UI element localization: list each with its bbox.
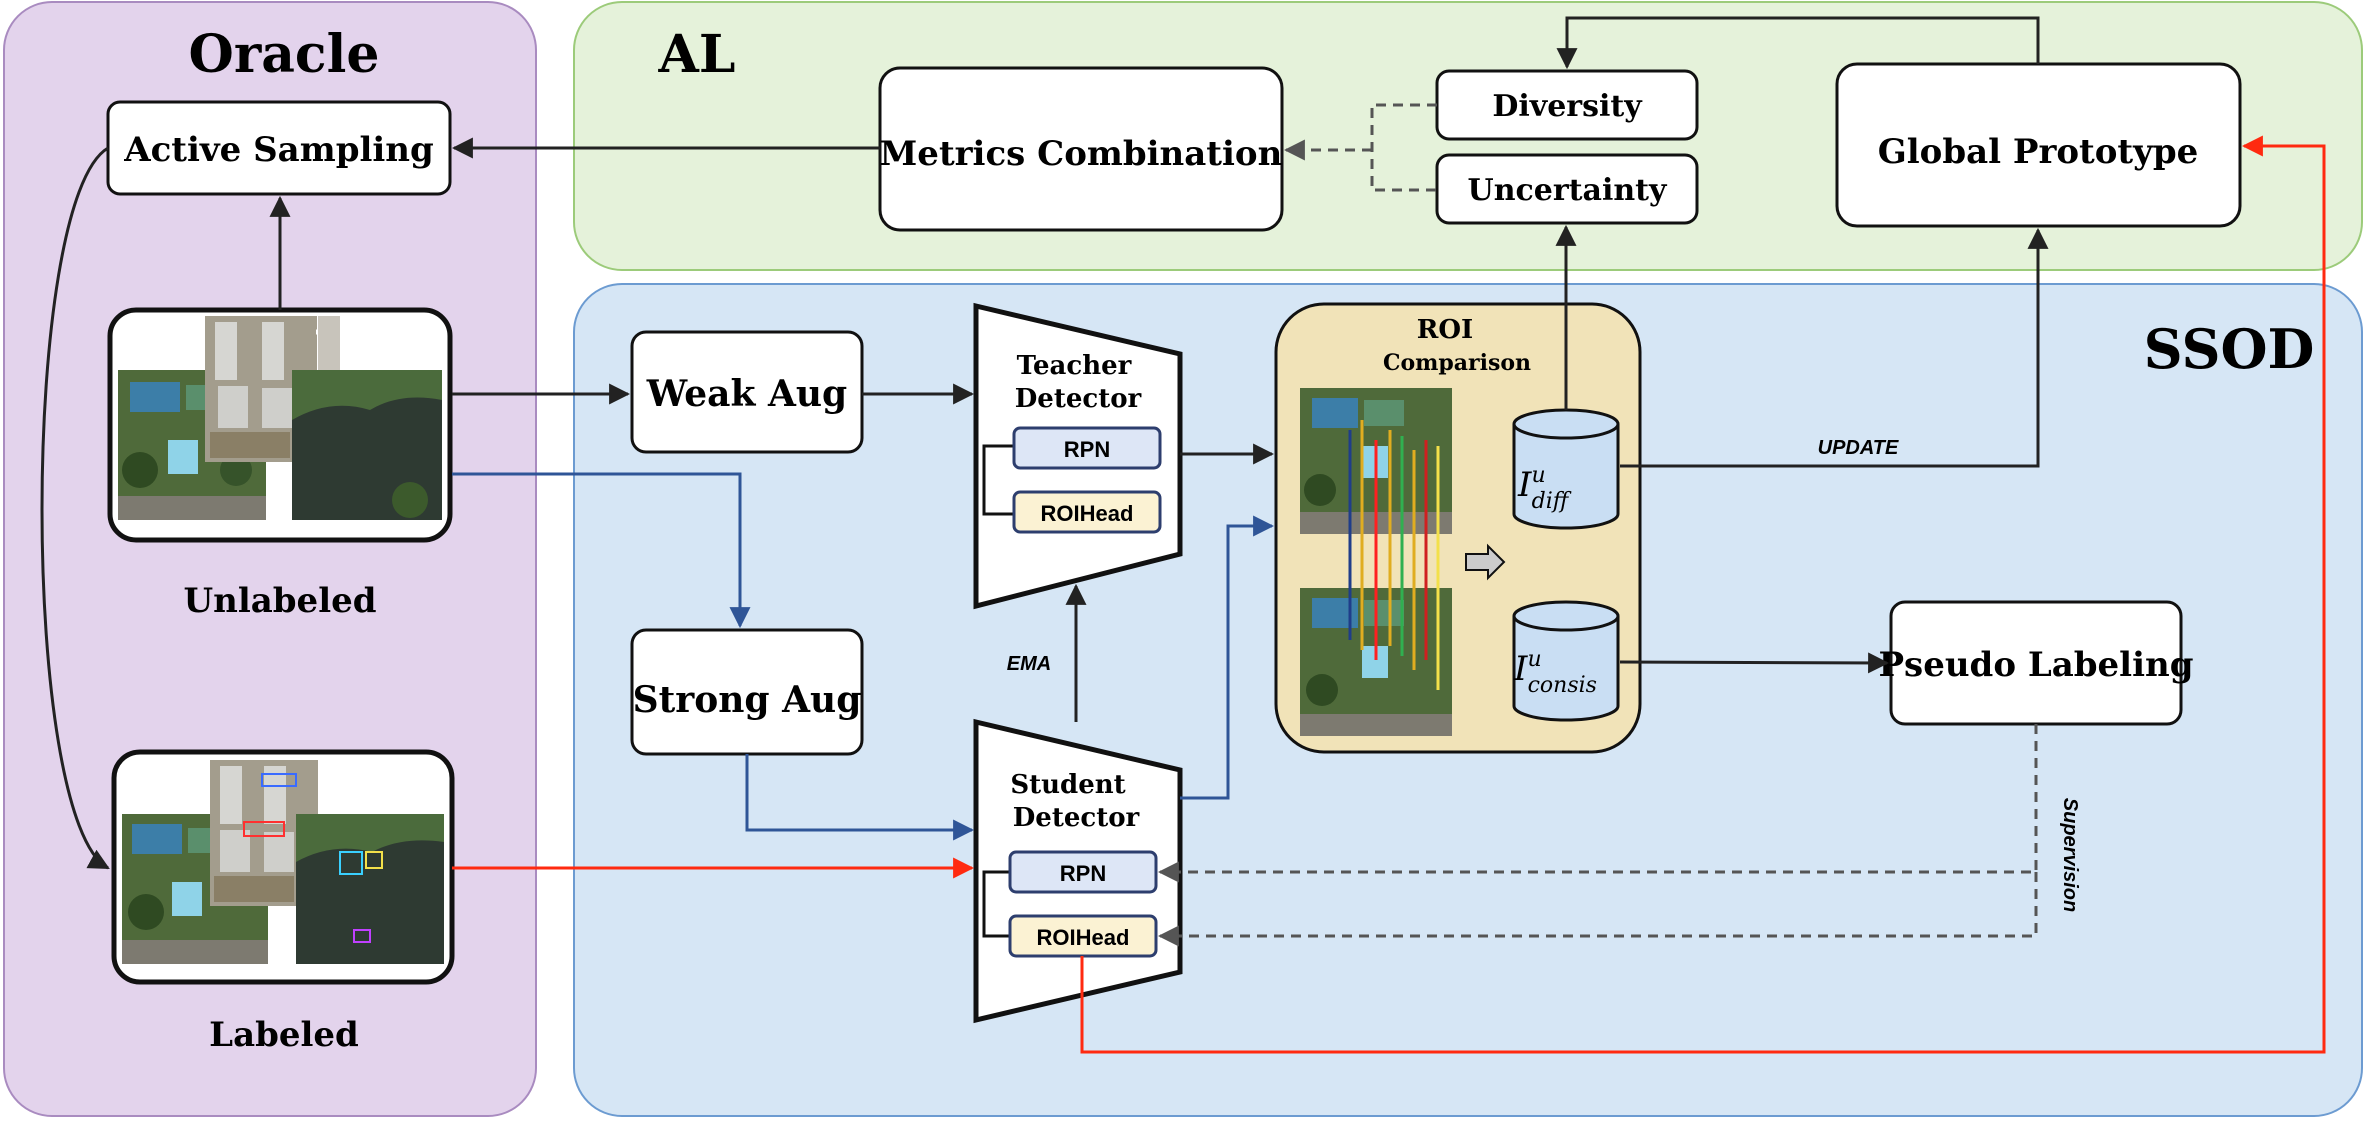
global-prototype-box: Global Prototype (1835, 62, 2242, 228)
edge-sampling-to-labeled (40, 146, 110, 870)
roi-subtitle: Comparison (1383, 350, 1531, 376)
aerial-park-image-labeled (122, 814, 268, 964)
unlabeled-caption: Unlabeled (183, 581, 376, 621)
pseudo-labeling-box: Pseudo Labeling (1878, 600, 2194, 726)
consis-database-icon (1512, 600, 1620, 722)
metrics-combination-label: Metrics Combination (880, 134, 1283, 174)
supervision-label: Supervision (2059, 798, 2081, 912)
edge-supervision-rpn (1157, 724, 2038, 883)
aerial-airport-image (205, 316, 340, 462)
teacher-detector-line1: Teacher (1017, 351, 1132, 381)
roi-match-lines (1348, 420, 1440, 690)
student-roihead-label: ROIHead (1037, 925, 1130, 950)
oracle-title: Oracle (189, 24, 380, 85)
teacher-detector: Teacher Detector RPN ROIHead (973, 302, 1183, 610)
labeled-image-group (111, 749, 455, 985)
edge-diversity-to-metrics (1370, 103, 1437, 192)
student-detector-line2: Detector (1013, 803, 1140, 833)
aerial-lake-image (292, 370, 442, 520)
update-label: UPDATE (1818, 437, 1899, 459)
edge-student-to-roi (1180, 515, 1275, 800)
roi-title: ROI (1417, 315, 1473, 345)
strong-aug-label: Strong Aug (633, 679, 862, 721)
aerial-lake-image-labeled (296, 814, 444, 964)
teacher-roihead-label: ROIHead (1041, 501, 1134, 526)
global-prototype-label: Global Prototype (1878, 132, 2199, 172)
active-sampling-box: Active Sampling (106, 100, 452, 196)
diff-database-icon (1512, 408, 1620, 530)
edge-roihead-to-prototype (1080, 135, 2326, 1054)
student-rpn-block: RPN (1008, 850, 1158, 894)
edge-unlabeled-to-strong (452, 472, 751, 629)
student-detector-line1: Student (1010, 770, 1125, 800)
student-detector: Student Detector RPN ROIHead (973, 718, 1183, 1024)
weak-aug-box: Weak Aug (630, 330, 864, 454)
edge-prototype-to-diversity (1556, 16, 2040, 70)
diversity-box: Diversity (1435, 69, 1699, 141)
ssod-title: SSOD (2144, 317, 2315, 381)
edge-supervision-roihead (1157, 872, 2038, 947)
unlabeled-image-group (107, 307, 453, 543)
teacher-detector-line2: Detector (1015, 384, 1142, 414)
edge-strong-to-student (745, 754, 975, 841)
uncertainty-label: Uncertainty (1468, 173, 1668, 208)
ema-label: EMA (1007, 653, 1051, 675)
labeled-caption: Labeled (209, 1015, 359, 1055)
teacher-roihead-block: ROIHead (1012, 490, 1162, 534)
weak-aug-label: Weak Aug (646, 373, 847, 415)
student-roihead-block: ROIHead (1008, 914, 1158, 958)
strong-aug-box: Strong Aug (630, 628, 864, 756)
edge-update (1620, 227, 2049, 468)
student-rpn-label: RPN (1060, 861, 1106, 886)
roi-compare-arrow-icon (1465, 543, 1506, 581)
pseudo-labeling-label: Pseudo Labeling (1878, 645, 2193, 685)
teacher-rpn-label: RPN (1064, 437, 1110, 462)
metrics-combination-box: Metrics Combination (878, 66, 1284, 232)
uncertainty-box: Uncertainty (1435, 153, 1699, 225)
edge-consis-to-pseudo (1619, 652, 1890, 674)
diversity-label: Diversity (1492, 89, 1643, 124)
teacher-rpn-block: RPN (1012, 426, 1162, 470)
active-sampling-label: Active Sampling (123, 130, 434, 170)
roi-comparison-panel: ROI Comparison (1274, 302, 1642, 754)
al-title: AL (658, 24, 736, 85)
